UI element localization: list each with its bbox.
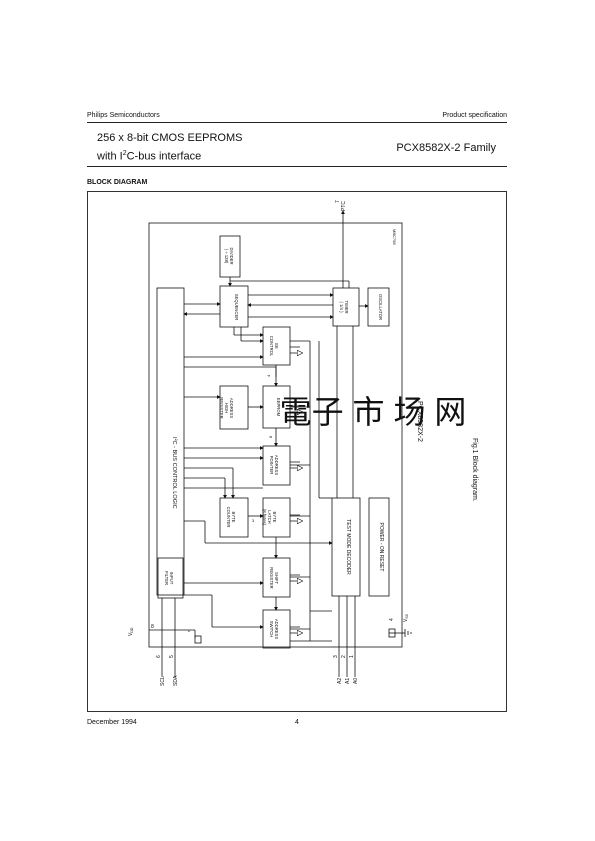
address-switch-label: ADDRESSSWITCH [269, 619, 279, 639]
vdd-pin-label: VDD [128, 627, 134, 636]
power-on-reset-block [368, 497, 390, 597]
header-rule [87, 122, 507, 123]
address-high-label: ADDRESSHIGHREGISTER [219, 397, 234, 418]
vss-pin-label: VSS [403, 613, 409, 622]
eeprom-label: EEPROM [276, 398, 281, 417]
byte-latch-label: BYTELATCH(8 bytes) [262, 509, 277, 526]
test-mode-decoder-label: TEST MODE DECODER [345, 519, 351, 575]
timer-label: TIMER( 1/4 ) [339, 300, 349, 313]
document-title: 256 x 8-bit CMOS EEPROMS with I2C-bus in… [97, 131, 243, 165]
figure-code: MBC798 [392, 229, 397, 245]
ee-control-label: EECONTROL [269, 336, 279, 357]
a0-pin-number: 1 [349, 655, 355, 658]
ptc-pin-number: 7 [335, 200, 341, 203]
chip-boundary [148, 222, 403, 648]
test-mode-decoder-block [331, 497, 361, 597]
header-company: Philips Semiconductors [87, 112, 160, 119]
sequencer-block [219, 285, 249, 328]
bus-3-label: 3 [252, 518, 255, 523]
ee-control-block [262, 326, 291, 366]
sda-pin-number: 5 [169, 655, 175, 658]
figure-caption: Fig.1 Block diagram. [471, 438, 478, 502]
title-line2: with I2C-bus interface [97, 150, 202, 163]
shift-register-label: SHIFTREGISTER [269, 567, 279, 588]
a2-pin-number: 3 [333, 655, 339, 658]
n-label: n [186, 630, 191, 632]
header-doc-type: Product specification [442, 112, 507, 119]
vdd-pin-number: 8 [151, 624, 154, 630]
title-line1: 256 x 8-bit CMOS EEPROMS [97, 132, 243, 144]
divider-label: DIVIDER( ÷ 128) [224, 248, 234, 265]
scl-pin-number: 6 [156, 655, 162, 658]
footer-date: December 1994 [87, 719, 137, 726]
figure-frame [87, 191, 507, 712]
footer-page-number: 4 [295, 719, 299, 726]
scl-pin-label: SCL [160, 676, 166, 686]
bus-4-label: 4 [266, 374, 271, 377]
a1-pin-label: A1 [345, 678, 351, 684]
vss-pin-number: 4 [389, 618, 395, 621]
sda-pin-label: SDA [173, 675, 179, 686]
input-filter-label: INPUTFILTER [164, 571, 174, 585]
product-name: PCX8582X-2 Family [396, 142, 496, 154]
section-title: BLOCK DIAGRAM [87, 179, 148, 186]
watermark-text: 電子 市 场 网 [280, 394, 467, 430]
byte-counter-label: BYTECOUNTER [226, 507, 236, 528]
ptc-pin-label: PTC [341, 201, 347, 211]
title-rule [87, 166, 507, 167]
block-diagram: 電子 市 场 网 MBC798 PCX8582X-2 Fig.1 Block d… [128, 200, 478, 686]
input-filter-block [157, 557, 184, 599]
bus-8-label: 8 [268, 435, 273, 438]
address-pointer-label: ADDRESSPOINTER [269, 455, 279, 475]
a2-pin-label: A2 [337, 678, 343, 684]
a0-pin-label: A0 [353, 678, 359, 684]
a1-pin-number: 2 [341, 655, 347, 658]
address-high-register-block [219, 385, 249, 430]
power-on-reset-label: POWER - ON RESET [378, 523, 384, 572]
oscillator-label: OSCILLATOR [378, 294, 383, 320]
i2c-label: I2C - BUS CONTROL LOGIC [171, 437, 178, 509]
i2c-control-logic-block [156, 287, 185, 596]
sequencer-label: SEQUENCER [234, 294, 239, 321]
timer-block [332, 287, 360, 327]
chip-name: PCX8582X-2 [416, 401, 423, 442]
